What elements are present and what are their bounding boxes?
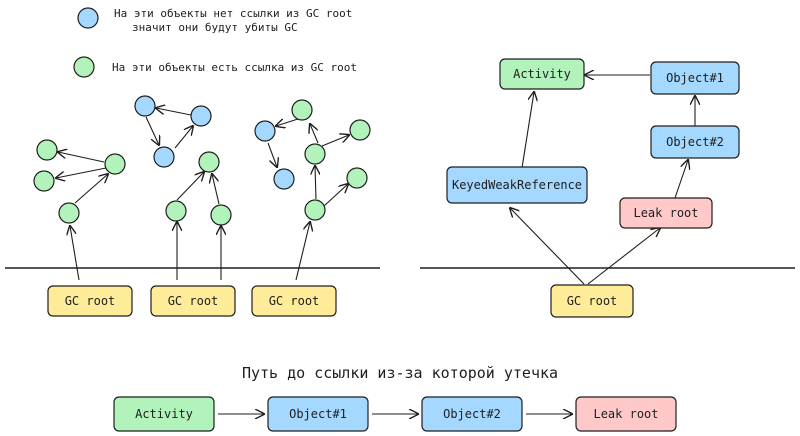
- edge: [267, 142, 277, 167]
- edge: [276, 117, 302, 126]
- chain-leak-root-box: Leak root: [575, 396, 677, 432]
- chain-object1-box: Object#1: [267, 396, 369, 432]
- edge: [156, 108, 192, 116]
- gc-root-label: GC root: [65, 294, 116, 308]
- activity-label: Activity: [513, 67, 571, 81]
- edge: [321, 135, 349, 147]
- green-node: [165, 200, 187, 222]
- chain-object1-label: Object#1: [289, 407, 347, 421]
- keyed-weak-reference-box: KeyedWeakReference: [446, 166, 588, 204]
- chain-activity-box: Activity: [113, 396, 215, 432]
- legend-blue-text-line1: На эти объекты нет ссылки из GC root: [114, 7, 352, 20]
- blue-node: [273, 168, 295, 190]
- green-node: [304, 143, 326, 165]
- chain-object2-label: Object#2: [443, 407, 501, 421]
- keyed-weak-reference-label: KeyedWeakReference: [452, 178, 582, 192]
- green-node: [198, 151, 220, 173]
- edge: [521, 92, 534, 169]
- legend-blue-text-line2: значит они будут убиты GC: [132, 21, 298, 34]
- object1-box: Object#1: [650, 61, 740, 95]
- leak-path: Путь до ссылки из-за которой утечка Acti…: [113, 364, 677, 432]
- edge: [174, 126, 193, 149]
- green-node: [210, 204, 232, 226]
- leak-root-label: Leak root: [633, 206, 698, 220]
- legend-green-text: На эти объекты есть ссылка из GC root: [112, 61, 357, 74]
- green-node: [304, 199, 326, 221]
- green-node: [349, 119, 371, 141]
- edge: [70, 226, 80, 281]
- right-gc-root-box: GC root: [550, 284, 634, 318]
- edge: [176, 172, 204, 201]
- leak-root-box: Leak root: [619, 197, 713, 229]
- edge: [587, 228, 660, 285]
- gc-root-label: GC root: [567, 294, 618, 308]
- edge: [74, 174, 108, 204]
- object2-label: Object#2: [666, 135, 724, 149]
- gc-root-box-2: GC root: [150, 285, 236, 317]
- leak-path-title: Путь до ссылки из-за которой утечка: [242, 364, 558, 382]
- green-node: [33, 170, 55, 192]
- edge: [58, 152, 105, 163]
- right-leak-graph: Activity Object#1 Object#2 KeyedWeakRefe…: [420, 58, 795, 318]
- legend-blue-node: [77, 7, 99, 29]
- green-node: [291, 99, 313, 121]
- gc-root-box-3: GC root: [251, 285, 337, 317]
- blue-node: [190, 105, 212, 127]
- blue-node: [134, 95, 156, 117]
- gc-root-label: GC root: [168, 294, 219, 308]
- edge: [674, 160, 688, 199]
- green-node: [36, 139, 58, 161]
- object1-label: Object#1: [666, 71, 724, 85]
- blue-node: [254, 120, 276, 142]
- legend-green-node: [73, 56, 95, 78]
- green-node: [58, 202, 80, 224]
- chain-object2-box: Object#2: [421, 396, 523, 432]
- edge: [323, 184, 348, 207]
- blue-node: [153, 146, 175, 168]
- edge: [315, 166, 316, 200]
- edge: [56, 167, 107, 178]
- object2-box: Object#2: [650, 125, 740, 159]
- green-node: [346, 167, 368, 189]
- gc-root-box-1: GC root: [47, 285, 133, 317]
- gc-root-label: GC root: [269, 294, 320, 308]
- left-object-graph: GC root GC root GC root: [5, 95, 380, 317]
- chain-activity-label: Activity: [135, 407, 193, 421]
- edge: [310, 124, 319, 144]
- edge: [145, 116, 159, 145]
- edge: [212, 174, 220, 205]
- edge: [510, 208, 585, 285]
- chain-leak-root-label: Leak root: [593, 407, 658, 421]
- legend: На эти объекты нет ссылки из GC root зна…: [73, 7, 357, 78]
- edge: [295, 222, 310, 281]
- green-node: [104, 153, 126, 175]
- activity-box: Activity: [499, 58, 585, 90]
